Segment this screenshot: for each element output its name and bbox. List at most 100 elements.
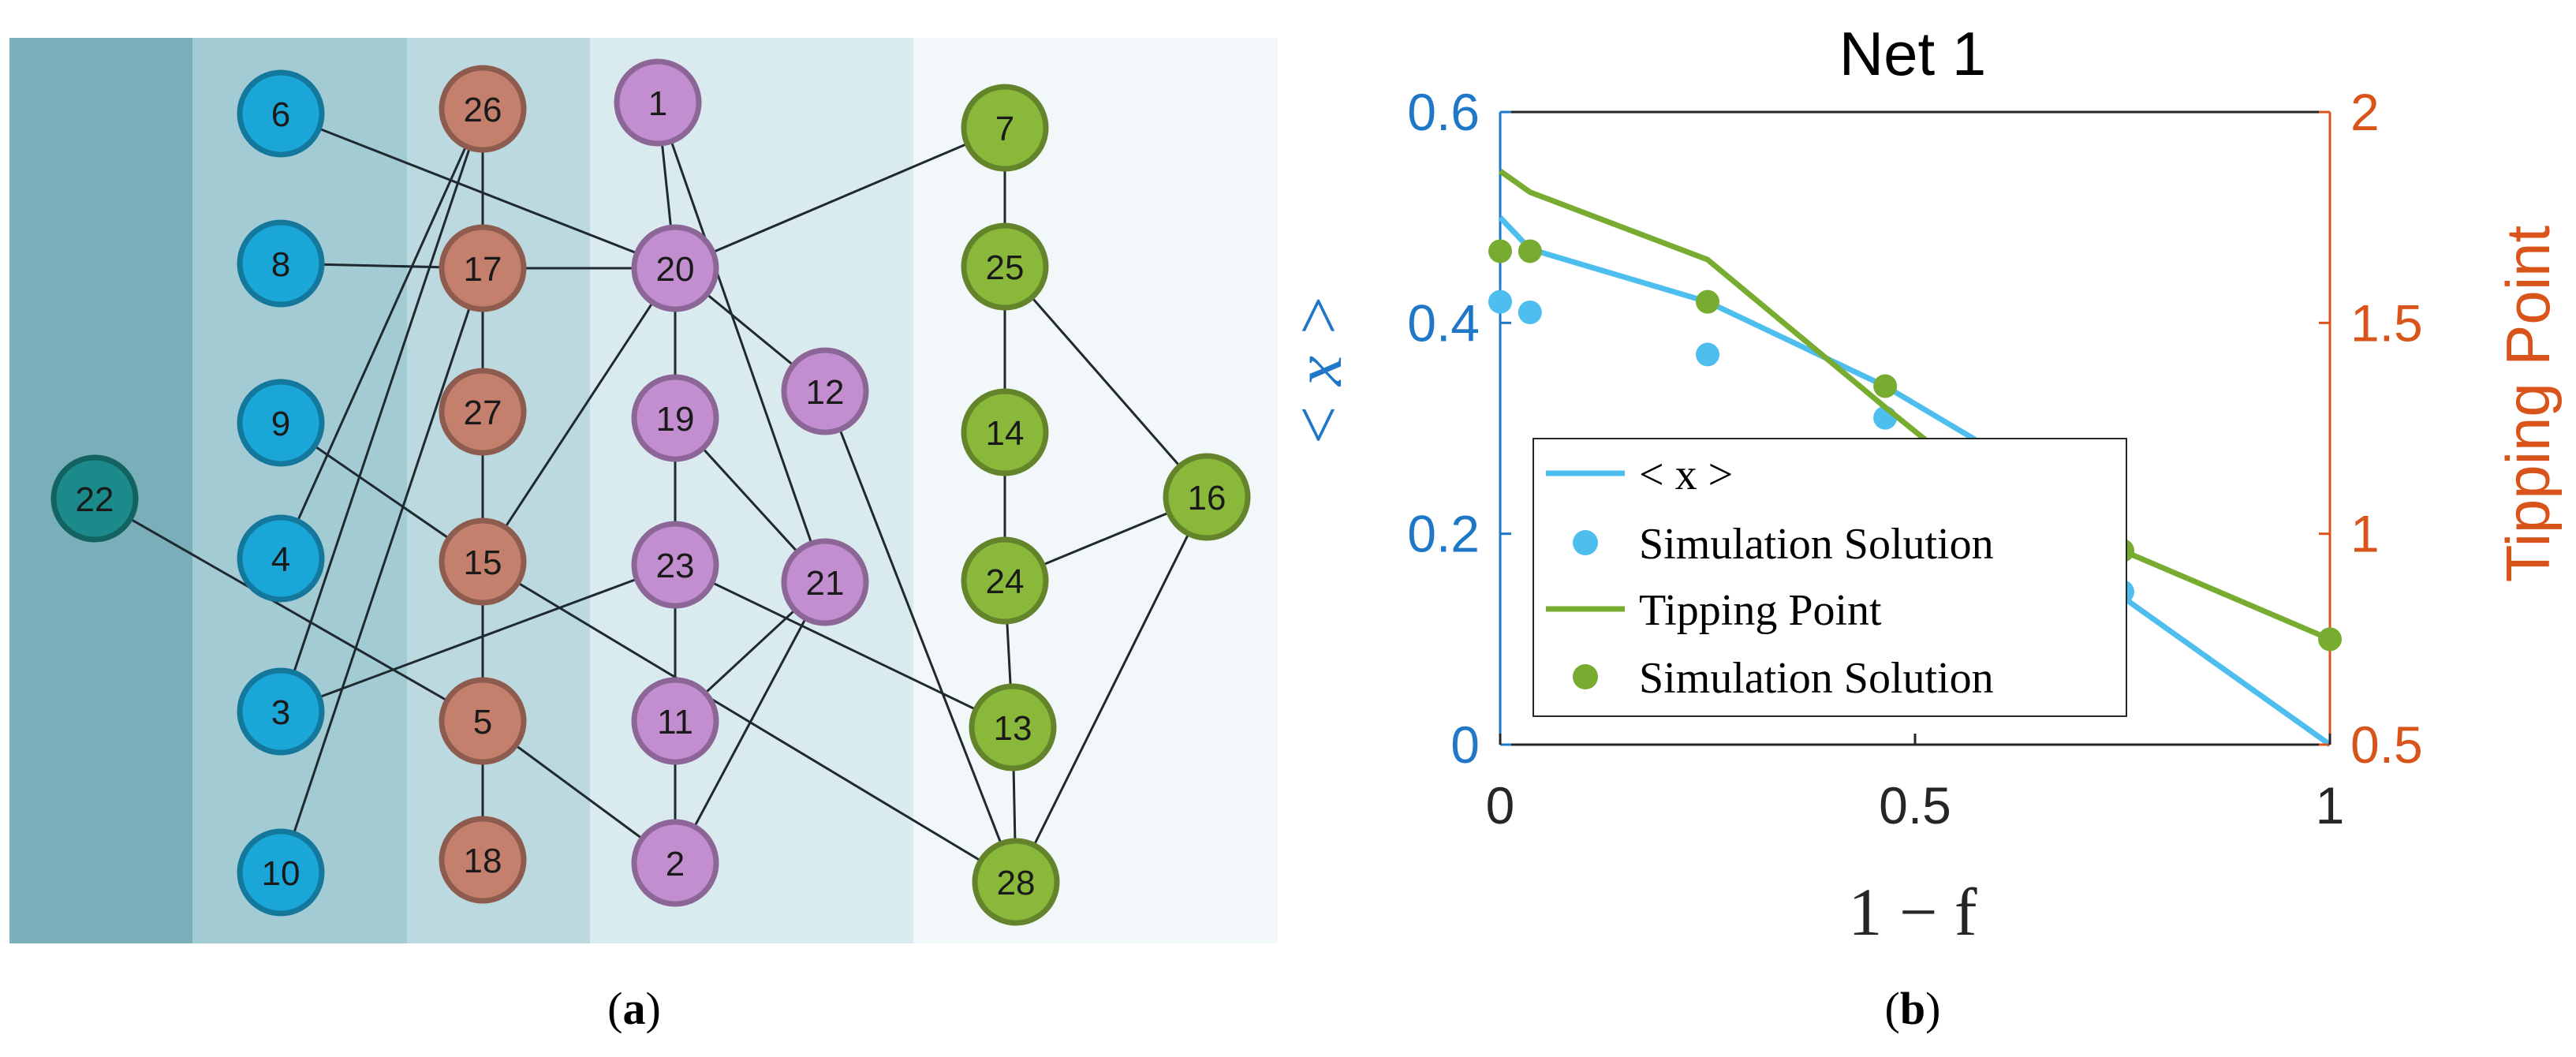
y-tick-label-right: 2 [2350, 83, 2380, 141]
node-circle [1163, 453, 1251, 541]
x-tick-label: 0 [1486, 776, 1515, 835]
y-tick-label-right: 0.5 [2350, 715, 2423, 774]
chart-legend: < x > Simulation Solution Tipping Point … [1533, 438, 2127, 717]
node-label: 9 [271, 405, 290, 443]
node-circle [972, 838, 1060, 926]
network-node: 22 [50, 454, 139, 543]
node-label: 17 [464, 250, 502, 289]
node-circle [961, 222, 1049, 311]
node-label: 16 [1188, 479, 1226, 517]
layer-band-2 [192, 38, 407, 943]
tipping-sim-point [1488, 239, 1512, 263]
node-label: 26 [464, 91, 502, 129]
network-edge [1014, 496, 1208, 883]
y-tick-label-left: 0.4 [1407, 293, 1480, 352]
y-tick-label-left: 0.2 [1407, 505, 1480, 563]
network-node: 3 [237, 667, 325, 756]
node-label: 4 [271, 540, 290, 579]
node-label: 18 [464, 842, 502, 880]
network-edge [279, 108, 484, 559]
network-node: 25 [961, 222, 1049, 311]
node-circle [631, 521, 719, 609]
tipping-sim-point [1696, 289, 1719, 314]
x-sim-point [1488, 289, 1512, 314]
node-circle [237, 69, 325, 158]
x-tick-label: 1 [2316, 776, 2345, 835]
network-edge [1003, 266, 1208, 498]
network-node: 12 [781, 347, 869, 435]
node-label: 28 [997, 864, 1036, 902]
node-label: 5 [473, 703, 492, 741]
network-edge [656, 102, 827, 583]
tipping-sim-point [2318, 627, 2342, 652]
y-tick-label-right: 1.5 [2350, 293, 2423, 352]
node-label: 7 [995, 110, 1014, 148]
legend-tipping-points-swatch [1573, 664, 1598, 689]
network-edge [280, 112, 676, 270]
network-node: 14 [961, 388, 1049, 476]
node-label: 14 [986, 414, 1025, 453]
node-circle [961, 84, 1049, 172]
node-circle [237, 514, 325, 603]
network-node: 24 [961, 536, 1049, 625]
node-label: 25 [986, 248, 1025, 287]
node-label: 8 [271, 245, 290, 284]
network-node: 21 [781, 538, 869, 626]
network-edge [279, 267, 484, 873]
y-tick-label-right: 1 [2350, 505, 2380, 563]
node-circle [781, 347, 869, 435]
node-circle [50, 454, 139, 543]
node-circle [631, 374, 719, 462]
node-label: 12 [806, 373, 845, 412]
node-circle [439, 816, 527, 904]
network-node: 7 [961, 84, 1049, 172]
x-axis-label: 1 − f [1848, 874, 1977, 950]
network-node: 1 [614, 58, 702, 147]
node-label: 22 [76, 480, 114, 519]
network-edge [674, 563, 1014, 729]
network-node: 23 [631, 521, 719, 609]
tipping-sim-point [1873, 374, 1898, 398]
legend-x-points-label: Simulation Solution [1639, 520, 1994, 569]
legend-x-label: < x > [1639, 450, 1733, 499]
network-node: 15 [439, 517, 527, 606]
node-circle [614, 58, 702, 147]
node-circle [439, 677, 527, 765]
x-sim-point [1518, 300, 1542, 324]
network-node: 28 [972, 838, 1060, 926]
network-node: 20 [631, 224, 719, 312]
network-node: 13 [969, 683, 1057, 771]
legend-tipping-points-label: Simulation Solution [1639, 654, 1994, 703]
network-node: 17 [439, 224, 527, 312]
legend-box [1533, 438, 2127, 717]
network-edge [279, 108, 484, 712]
network-edge [674, 581, 827, 864]
network-node: 9 [237, 379, 325, 467]
node-circle [961, 388, 1049, 476]
node-label: 21 [806, 564, 845, 603]
network-node: 6 [237, 69, 325, 158]
x-tick-label: 0.5 [1879, 776, 1951, 835]
node-label: 13 [994, 709, 1032, 748]
node-label: 20 [656, 250, 695, 289]
legend-x-points-swatch [1573, 530, 1598, 555]
y-axis-label-right: Tipping Point [2493, 225, 2563, 582]
node-circle [781, 538, 869, 626]
node-label: 10 [262, 854, 301, 893]
node-label: 3 [271, 693, 290, 732]
node-label: 19 [656, 400, 695, 439]
network-edge [823, 390, 1017, 883]
network-node: 27 [439, 368, 527, 456]
node-circle [439, 368, 527, 456]
node-label: 27 [464, 394, 502, 432]
y-tick-label-left: 0.6 [1407, 83, 1480, 141]
network-edge [94, 497, 483, 723]
x-sim-point [1696, 342, 1719, 367]
layer-band-3 [407, 38, 590, 943]
node-circle [237, 379, 325, 467]
